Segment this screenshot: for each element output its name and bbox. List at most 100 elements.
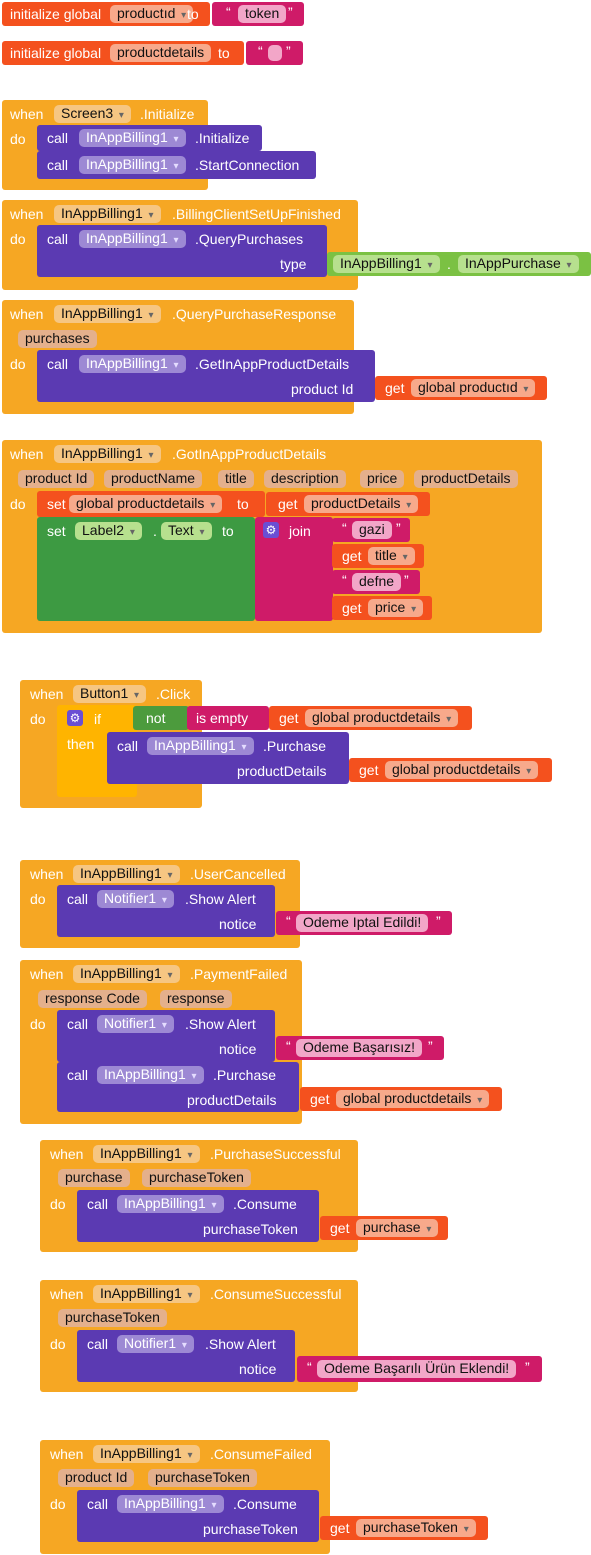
param-purchasetoken[interactable]: purchaseToken [148,1469,257,1487]
component-dropdown[interactable]: InAppBilling1 [54,205,161,223]
get-var-dropdown[interactable]: global productdetails [385,761,539,779]
param-product-name[interactable]: productName [104,470,203,488]
gear-icon[interactable]: ⚙ [67,710,83,726]
get-var-dropdown[interactable]: global productdetails [305,709,459,727]
call-querypurchases-block[interactable]: call InAppBilling1 .QueryPurchases type [37,225,327,277]
get-global-productdetails-arg-block[interactable]: get global productdetails [349,758,552,782]
global-name-productid[interactable]: productıd [110,5,194,23]
component-dropdown[interactable]: InAppBilling1 [93,1145,200,1163]
component-dropdown[interactable]: InAppBilling1 [54,445,161,463]
param-purchases[interactable]: purchases [18,330,97,348]
is-empty-block[interactable]: is empty [187,706,269,730]
param-purchase[interactable]: purchase [58,1169,130,1187]
call-show-alert-failed-block[interactable]: call Notifier1 .Show Alert notice [57,1010,275,1062]
component-dropdown[interactable]: Notifier1 [117,1335,194,1353]
set-component-dropdown[interactable]: Label2 [75,522,142,540]
text-empty[interactable] [268,45,282,61]
call-purchase-retry-block[interactable]: call InAppBilling1 .Purchase productDeta… [57,1062,299,1112]
param-response-code[interactable]: response Code [38,990,147,1008]
get-title-dropdown[interactable]: title [368,547,415,565]
component-dropdown[interactable]: InAppBilling1 [73,865,180,883]
set-property-dropdown[interactable]: Text [161,522,212,540]
arg-label-productdetails: productDetails [237,763,327,779]
component-dropdown[interactable]: InAppBilling1 [93,1445,200,1463]
text-gazi-block[interactable]: “ gazi ” [332,518,410,542]
param-description[interactable]: description [264,470,346,488]
component-dropdown[interactable]: InAppBilling1 [79,230,186,248]
button1-dropdown[interactable]: Button1 [73,685,147,703]
text-odeme-basarisiz[interactable]: Odeme Başarısız! [296,1039,423,1057]
arg-label-purchasetoken: purchaseToken [203,1521,298,1537]
global-name-productdetails[interactable]: productdetails [110,44,212,62]
set-label2-text-block[interactable]: set Label2 . Text to [37,517,255,621]
component-dropdown[interactable]: InAppBilling1 [97,1066,204,1084]
get-purchase-block[interactable]: get purchase [320,1216,448,1240]
text-odeme-iptal-block[interactable]: “ Odeme Iptal Edildi! ” [276,911,452,935]
param-product-id[interactable]: product Id [58,1469,135,1487]
component-dropdown[interactable]: InAppBilling1 [79,129,186,147]
text-defne[interactable]: defne [352,573,402,591]
set-var-dropdown[interactable]: global productdetails [69,495,223,513]
get-label: get [342,548,362,564]
param-purchasetoken[interactable]: purchaseToken [58,1309,167,1327]
type-value-dropdown[interactable]: InAppPurchase [458,255,579,273]
text-empty-block[interactable]: “ ” [246,41,303,65]
call-startconnection-block[interactable]: call InAppBilling1 .StartConnection [37,151,316,179]
call-purchase-block[interactable]: call InAppBilling1 .Purchase productDeta… [107,732,349,784]
get-productdetails-block[interactable]: get productDetails [266,492,430,516]
to-label: to [222,523,234,539]
call-consume-block[interactable]: call InAppBilling1 .Consume purchaseToke… [77,1190,319,1242]
param-title[interactable]: title [218,470,254,488]
text-token-block[interactable]: “ token ” [212,2,304,26]
param-price[interactable]: price [360,470,405,488]
component-dropdown[interactable]: InAppBilling1 [79,355,186,373]
param-purchasetoken[interactable]: purchaseToken [142,1169,251,1187]
call-show-alert-success-block[interactable]: call Notifier1 .Show Alert notice [77,1330,295,1382]
screen3-dropdown[interactable]: Screen3 [54,105,131,123]
call-initialize-block[interactable]: call InAppBilling1 .Initialize [37,125,262,151]
call-show-alert-cancel-block[interactable]: call Notifier1 .Show Alert notice [57,885,275,937]
global-init-productid-block[interactable]: initialize global productıd to [2,2,210,26]
component-dropdown[interactable]: InAppBilling1 [93,1285,200,1303]
get-var-dropdown[interactable]: global productdetails [336,1090,490,1108]
text-odeme-basarili-block[interactable]: “ Odeme Başarılı Ürün Eklendi! ” [297,1356,542,1382]
component-dropdown[interactable]: InAppBilling1 [117,1195,224,1213]
get-global-productdetails-retry-block[interactable]: get global productdetails [300,1087,502,1111]
call-getinappproductdetails-block[interactable]: call InAppBilling1 .GetInAppProductDetai… [37,350,375,402]
get-var-dropdown[interactable]: purchase [356,1219,439,1237]
param-response[interactable]: response [160,990,232,1008]
component-dropdown[interactable]: InAppBilling1 [73,965,180,983]
param-product-id[interactable]: product Id [18,470,95,488]
component-dropdown[interactable]: InAppBilling1 [147,737,254,755]
text-odeme-basarisiz-block[interactable]: “ Odeme Başarısız! ” [276,1036,444,1060]
inapppurchase-type-block[interactable]: InAppBilling1 . InAppPurchase [327,252,591,276]
get-purchasetoken-block[interactable]: get purchaseToken [320,1516,488,1540]
gear-icon[interactable]: ⚙ [263,522,279,538]
type-component-dropdown[interactable]: InAppBilling1 [333,255,440,273]
component-dropdown[interactable]: InAppBilling1 [54,305,161,323]
global-init-productdetails-block[interactable]: initialize global productdetails to [2,41,244,65]
component-dropdown[interactable]: Notifier1 [97,1015,174,1033]
component-dropdown[interactable]: Notifier1 [97,890,174,908]
get-price-dropdown[interactable]: price [368,599,424,617]
not-block[interactable]: not [133,706,189,730]
component-dropdown[interactable]: InAppBilling1 [79,156,186,174]
join-block[interactable]: ⚙ join [255,517,333,621]
param-productdetails[interactable]: productDetails [414,470,518,488]
get-global-productdetails-cond-block[interactable]: get global productdetails [269,706,472,730]
get-var-dropdown[interactable]: productDetails [304,495,419,513]
get-title-block[interactable]: get title [332,544,424,568]
get-price-block[interactable]: get price [332,596,432,620]
text-odeme-basarili[interactable]: Odeme Başarılı Ürün Eklendi! [317,1360,517,1378]
component-dropdown[interactable]: InAppBilling1 [117,1495,224,1513]
call-consume-failed-block[interactable]: call InAppBilling1 .Consume purchaseToke… [77,1490,319,1542]
text-gazi[interactable]: gazi [352,521,392,539]
text-defne-block[interactable]: “ defne ” [332,570,420,594]
get-var-dropdown[interactable]: purchaseToken [356,1519,476,1537]
text-odeme-iptal[interactable]: Odeme Iptal Edildi! [296,914,429,932]
text-token[interactable]: token [238,5,287,23]
get-var-dropdown[interactable]: global productıd [411,379,536,397]
get-global-productid-block[interactable]: get global productıd [375,376,547,400]
arg-label-notice: notice [239,1361,277,1377]
set-global-productdetails-block[interactable]: set global productdetails to [37,491,265,517]
